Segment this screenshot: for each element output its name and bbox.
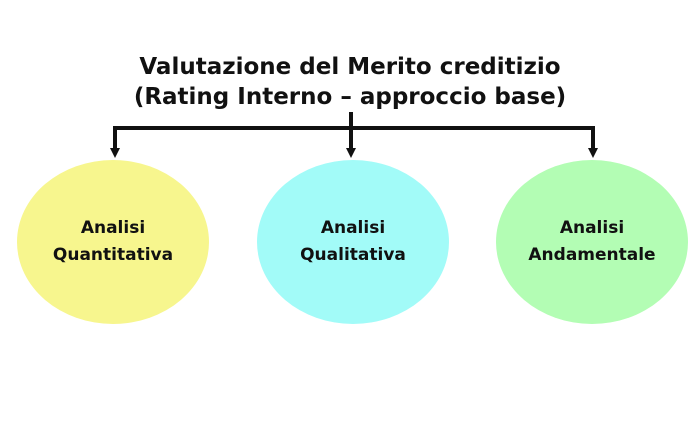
node-analisi-qualitativa: Analisi Qualitativa [257,160,449,324]
diagram-title-line-2: (Rating Interno – approccio base) [133,84,567,110]
node-label-line-1: Analisi [559,218,625,238]
node-label-line-1: Analisi [80,218,146,238]
node-label-line-2: Andamentale [528,245,656,265]
node-analisi-andamentale: Analisi Andamentale [496,160,688,324]
node-label-line-2: Quantitativa [52,245,174,265]
node-label-line-2: Qualitativa [300,245,406,265]
node-analisi-quantitativa: Analisi Quantitativa [17,160,209,324]
diagram-title-line-1: Valutazione del Merito creditizio [139,54,561,80]
node-label-line-1: Analisi [320,218,386,238]
